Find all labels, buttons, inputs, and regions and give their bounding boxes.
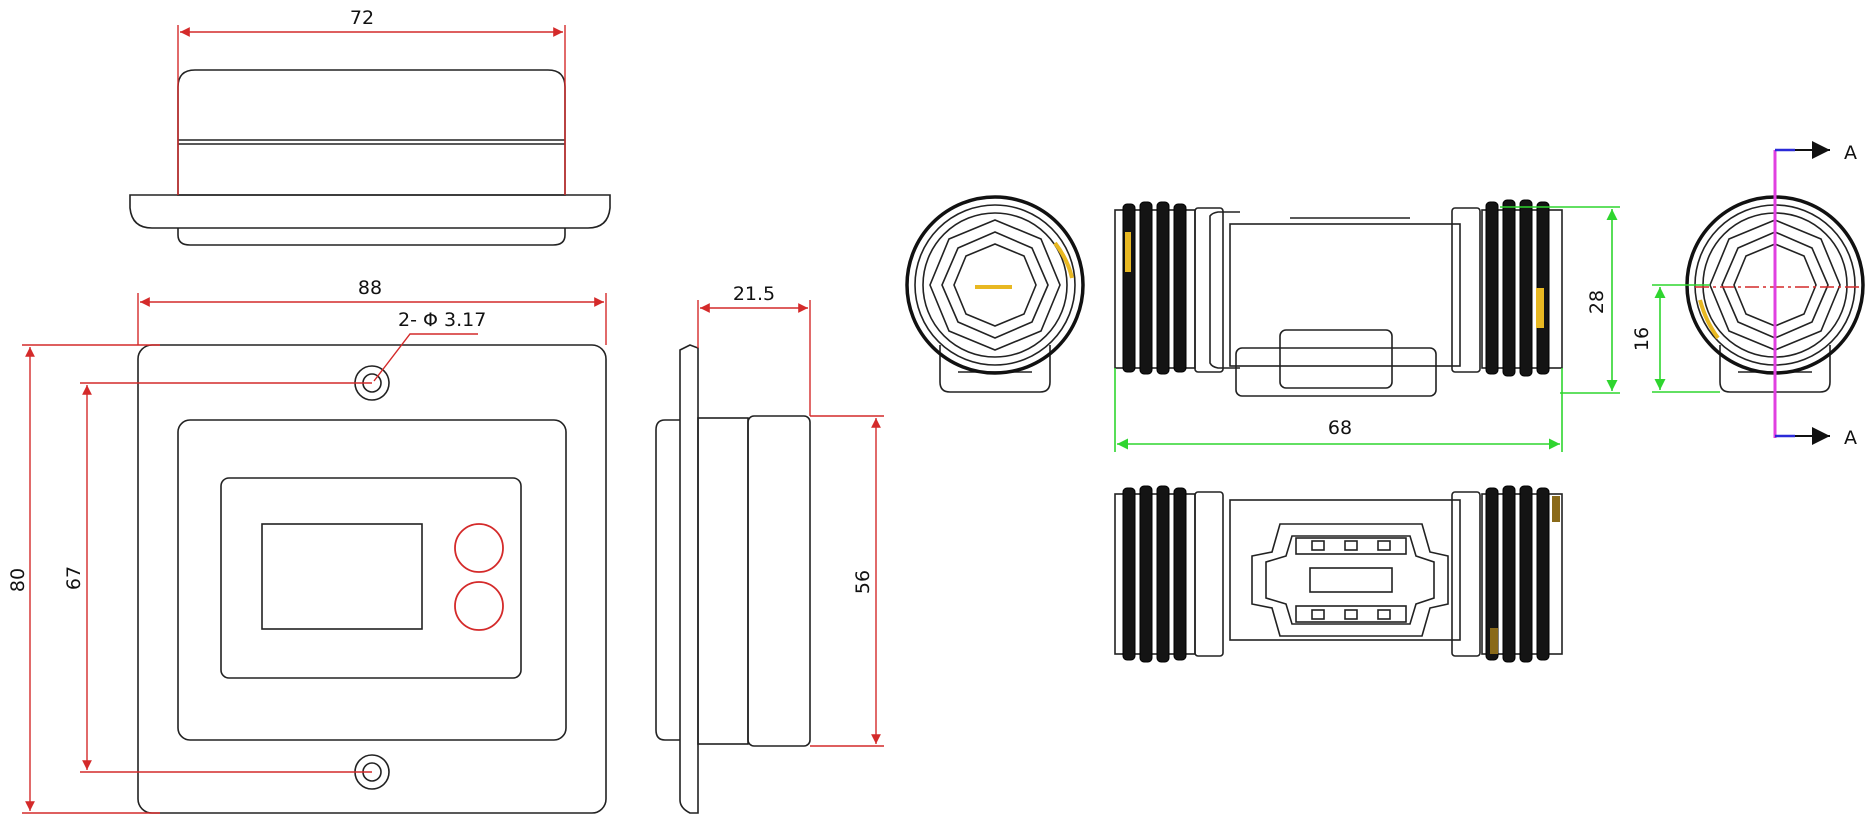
sensor-end-view bbox=[905, 195, 1085, 393]
display-front-view: 88 2- Φ 3.17 80 67 bbox=[7, 277, 607, 814]
sensor-height-label: 28 bbox=[1586, 290, 1608, 314]
sensor-length-label: 68 bbox=[1328, 417, 1352, 439]
right-thread bbox=[1481, 199, 1563, 377]
display-top-view: 72 bbox=[129, 7, 611, 246]
section-bottom-label: A bbox=[1844, 427, 1857, 449]
display-screen bbox=[261, 523, 423, 630]
top-right-thread bbox=[1481, 485, 1563, 663]
display-button-down bbox=[454, 581, 504, 631]
connector-housing bbox=[1251, 523, 1449, 637]
sensor-section-view: A A 16 bbox=[1631, 141, 1865, 449]
sensor-side-view: 28 68 bbox=[1114, 199, 1620, 452]
front-height-label: 80 bbox=[7, 568, 29, 592]
section-offset-label: 16 bbox=[1631, 327, 1653, 351]
side-depth-label: 21.5 bbox=[733, 283, 775, 305]
sensor-top-view bbox=[1114, 485, 1563, 663]
hole-leader-line bbox=[373, 333, 478, 382]
left-thread bbox=[1114, 201, 1196, 375]
top-width-label: 72 bbox=[350, 7, 374, 29]
side-height-label: 56 bbox=[852, 570, 874, 594]
top-left-thread bbox=[1114, 485, 1196, 663]
display-button-up bbox=[454, 523, 504, 573]
front-width-label: 88 bbox=[358, 277, 382, 299]
hole-diameter-label: 2- Φ 3.17 bbox=[398, 309, 486, 331]
section-top-label: A bbox=[1844, 142, 1857, 164]
hole-spacing-label: 67 bbox=[63, 566, 85, 590]
display-side-view: 21.5 56 bbox=[655, 283, 884, 814]
